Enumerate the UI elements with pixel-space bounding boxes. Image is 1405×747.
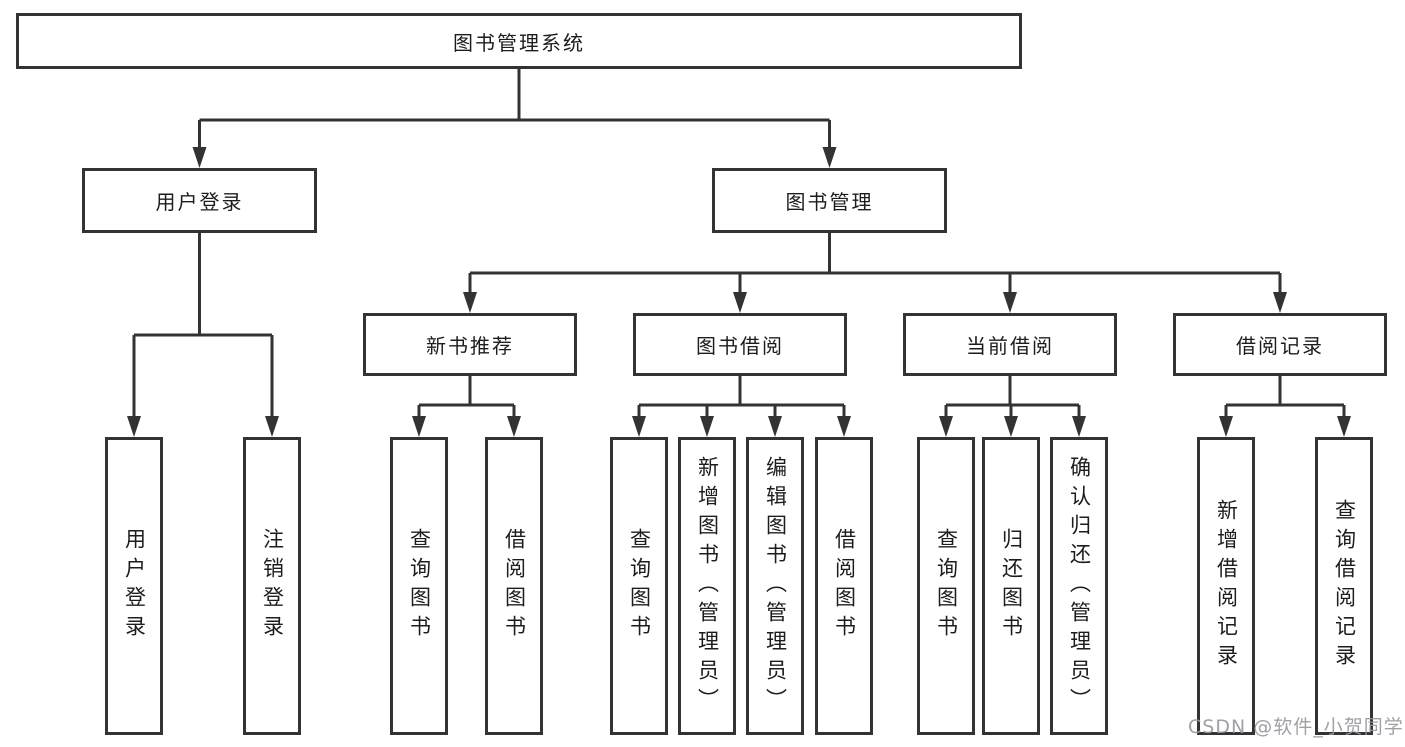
node-user-login: 用户登录 [82,168,317,233]
node-borrowing-records: 借阅记录 [1173,313,1387,376]
node-book-borrowing: 图书借阅 [633,313,847,376]
leaf-query-books: 查询图书 [390,437,448,735]
leaf-add-book-admin: 新增图书（管理员） [678,437,736,735]
leaf-query-borrow-record: 查询借阅记录 [1315,437,1373,735]
csdn-watermark: CSDN @软件_小贺同学 [1188,716,1404,738]
leaf-borrow-books: 借阅图书 [485,437,543,735]
node-new-book-recommend: 新书推荐 [363,313,577,376]
leaf-confirm-return-admin: 确认归还（管理员） [1050,437,1108,735]
node-book-management: 图书管理 [712,168,947,233]
node-current-borrowing: 当前借阅 [903,313,1117,376]
leaf-return-book: 归还图书 [982,437,1040,735]
leaf-add-borrow-record: 新增借阅记录 [1197,437,1255,735]
leaf-query-books-3: 查询图书 [917,437,975,735]
leaf-query-books-2: 查询图书 [610,437,668,735]
leaf-user-login: 用户登录 [105,437,163,735]
leaf-edit-book-admin: 编辑图书（管理员） [746,437,804,735]
leaf-logout: 注销登录 [243,437,301,735]
leaf-borrow-books-2: 借阅图书 [815,437,873,735]
node-library-management-system: 图书管理系统 [16,13,1022,69]
